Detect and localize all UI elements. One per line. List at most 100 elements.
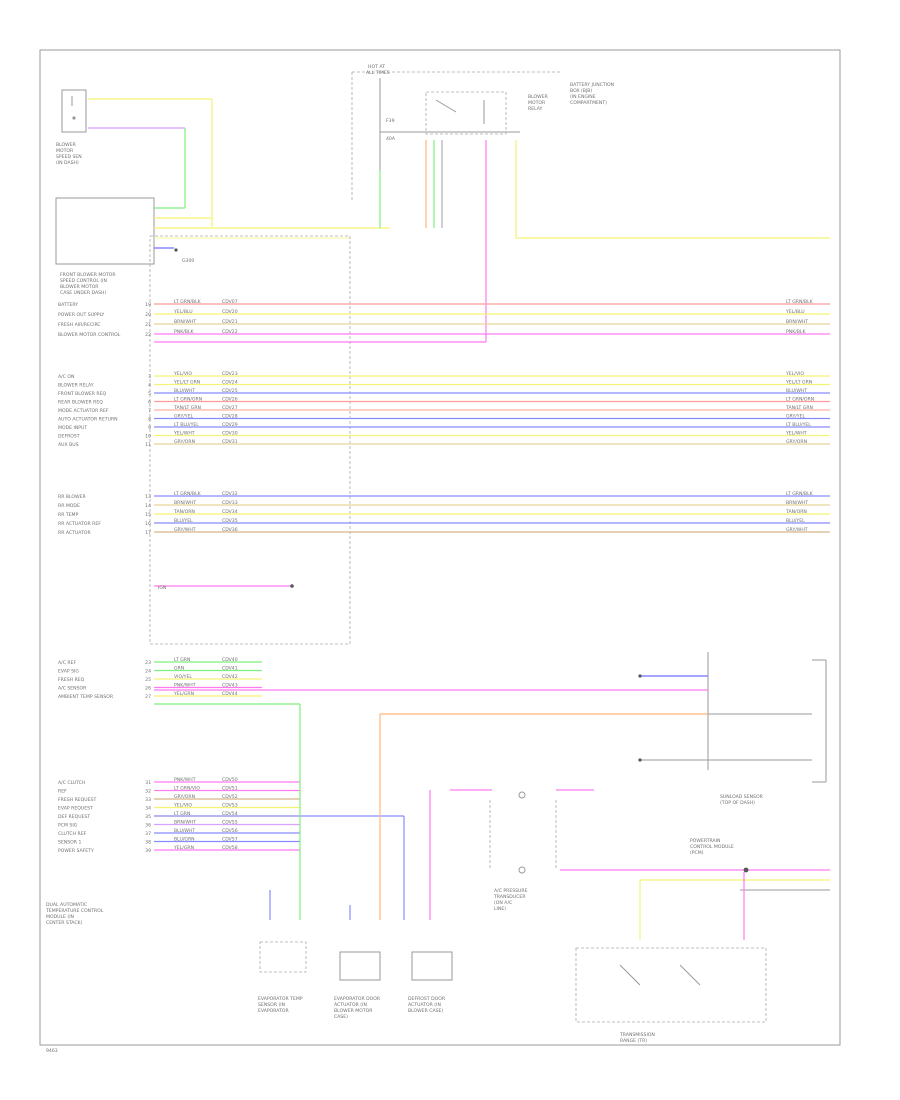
upper-wire-color-right: LT GRN/BLK bbox=[786, 299, 814, 305]
page-id: 9463 bbox=[46, 1048, 58, 1054]
mid-circuit: CDV23 bbox=[222, 371, 238, 377]
dual-atc-label-1: DUAL AUTOMATIC bbox=[46, 902, 87, 908]
lowerpin-label: A/C REF bbox=[58, 660, 76, 666]
upper-wire-color: BRN/WHT bbox=[174, 319, 196, 325]
lowerpin-label: A/C SENSOR bbox=[58, 686, 87, 692]
hot-at-all-times-2: ALL TIMES bbox=[366, 70, 390, 76]
ac-pressure-transducer: A/C PRESSURE TRANSDUCER (ON A/C LINE) bbox=[450, 789, 594, 912]
mid-pin: 10 bbox=[145, 434, 151, 440]
ac-pressure-label-3: (ON A/C bbox=[494, 900, 512, 906]
bottom-circuit: CDV55 bbox=[222, 820, 238, 826]
evap-door-label-1: EVAPORATOR DOOR bbox=[334, 996, 381, 1002]
upper-wire-color: PNK/BLK bbox=[174, 329, 194, 335]
lowerpin-pin: 25 bbox=[145, 677, 151, 683]
rear-wire-color-right: TAN/ORN bbox=[785, 509, 807, 515]
bottom-wire-color: GRY/ORN bbox=[174, 794, 195, 800]
mid-wire-color-right: TAN/LT GRN bbox=[785, 405, 813, 411]
mid-label: AUTO ACTUATOR RETURN bbox=[58, 417, 118, 423]
mid-circuit: CDV30 bbox=[222, 431, 238, 437]
mid-label: FRONT BLOWER REQ bbox=[58, 391, 107, 397]
rear-wire-color-right: GRY/WHT bbox=[786, 527, 808, 533]
ac-pressure-label-1: A/C PRESSURE bbox=[494, 888, 528, 894]
bottom-wire-color: YEL/GRN bbox=[173, 845, 194, 851]
upper-wire-color: YEL/BLU bbox=[173, 309, 193, 315]
rear-circuit: CDV34 bbox=[222, 509, 238, 515]
bjb-label-4: COMPARTMENT) bbox=[570, 100, 607, 106]
upper-circuit: CDV20 bbox=[222, 309, 238, 315]
mid-wire-color: LT GRN/ORN bbox=[174, 397, 202, 403]
module-label-4: CASE UNDER DASH) bbox=[60, 290, 106, 296]
upper-label: BATTERY bbox=[58, 302, 78, 308]
rear-wire-color-right: BRN/WHT bbox=[786, 500, 808, 506]
bjb-label-3: (IN ENGINE bbox=[570, 94, 596, 100]
rear-wire-color-right: BLU/YEL bbox=[786, 518, 805, 524]
bottom-circuit: CDV56 bbox=[222, 828, 238, 834]
pcm-transmission-range: POWERTRAIN CONTROL MODULE (PCM) TRANSMIS… bbox=[560, 838, 830, 1044]
bottom-label: A/C CLUTCH bbox=[58, 780, 85, 786]
module-label-2: SPEED CONTROL (IN bbox=[60, 278, 107, 284]
speed-sensor-label-1: BLOWER bbox=[56, 142, 77, 148]
evap-temp-label-3: EVAPORATOR bbox=[258, 1008, 289, 1014]
fuse-rating: 40A bbox=[386, 136, 396, 142]
rear-pin: 13 bbox=[145, 494, 151, 500]
evap-door-label-3: BLOWER MOTOR bbox=[334, 1008, 373, 1014]
ign-pin-label: IGN bbox=[158, 585, 166, 591]
dual-atc-label-2: TEMPERATURE CONTROL bbox=[45, 908, 104, 914]
rear-circuit: CDV33 bbox=[222, 500, 238, 506]
blower-relay-label-1: BLOWER bbox=[528, 94, 549, 100]
bottom-pin: 34 bbox=[145, 806, 151, 812]
mid-pin: 11 bbox=[145, 442, 151, 448]
lowerpin-wire-color: VIO/YEL bbox=[174, 674, 192, 680]
bottom-wire-color: BLU/GRN bbox=[174, 837, 195, 843]
rear-wire-color: TAN/ORN bbox=[173, 509, 195, 515]
rear-label: RR BLOWER bbox=[58, 494, 86, 500]
upper-wire-color: LT GRN/BLK bbox=[174, 299, 202, 305]
bottom-circuit: CDV51 bbox=[222, 786, 238, 792]
rear-label: RR TEMP bbox=[58, 512, 79, 518]
rear-circuit: CDV32 bbox=[222, 491, 238, 497]
mid-wire-color-right: GRY/YEL bbox=[786, 414, 806, 420]
rear-label: RR ACTUATOR REF bbox=[58, 521, 101, 527]
bottom-wire-color: PNK/WHT bbox=[174, 777, 196, 783]
front-blower-speed-control: G300 FRONT BLOWER MOTOR SPEED CONTROL (I… bbox=[55, 197, 390, 296]
mid-wire-color: YEL/LT GRN bbox=[173, 380, 200, 386]
ac-pressure-label-4: LINE) bbox=[494, 906, 506, 912]
mid-wire-color-right: YEL/WHT bbox=[785, 431, 807, 437]
rear-wire-color: LT GRN/BLK bbox=[174, 491, 202, 497]
mid-wire-color-right: LT GRN/ORN bbox=[786, 397, 814, 403]
lowerpin-wire-color: GRN bbox=[174, 666, 184, 672]
atc-module-dashed-boundary bbox=[149, 235, 351, 645]
ac-pressure-label-2: TRANSDUCER bbox=[493, 894, 526, 900]
upper-wire-color-right: YEL/BLU bbox=[785, 309, 805, 315]
bottom-pin: 36 bbox=[145, 823, 151, 829]
mid-pin: 4 bbox=[148, 383, 151, 389]
bottom-circuit: CDV57 bbox=[222, 837, 238, 843]
tr-sensor-label-2: RANGE (TR) bbox=[620, 1038, 647, 1044]
mid-wire-color: TAN/LT GRN bbox=[173, 405, 201, 411]
mid-wire-color-right: YEL/LT GRN bbox=[785, 380, 812, 386]
